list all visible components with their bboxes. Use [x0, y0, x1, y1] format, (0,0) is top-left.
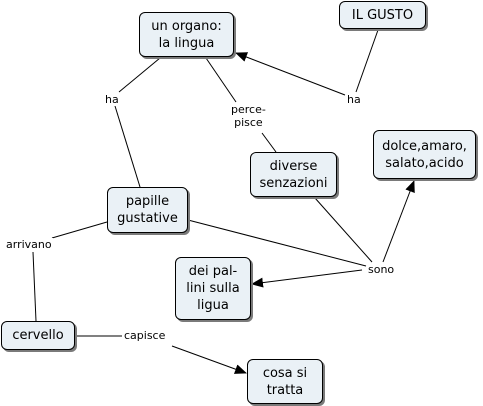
link-arrivano: arrivano [5, 238, 53, 251]
line-senzazioni-to-sono [314, 197, 373, 263]
concept-cosa-si-tratta: cosa si tratta [247, 359, 323, 404]
link-percepisce: perce- pisce [230, 103, 267, 129]
concept-papille-gustative: papille gustative [107, 187, 188, 233]
line-organo-to-ha [118, 57, 161, 93]
line-percepisce-to-senzazioni [261, 132, 277, 153]
concept-dei-pallini-sulla-ligua: dei pal- lini sulla ligua [175, 257, 251, 320]
line-papille-to-sono [187, 219, 367, 267]
arrow-ha-to-organo [235, 52, 346, 96]
arrow-capisce-to-cosa [171, 345, 247, 374]
concept-diverse-senzazioni: diverse senzazioni [250, 152, 337, 197]
concept-il-gusto: IL GUSTO [339, 1, 426, 29]
concept-un-organo-la-lingua: un organo: la lingua [139, 12, 234, 57]
link-sono: sono [367, 263, 396, 276]
concept-cervello: cervello [1, 321, 75, 350]
concept-dolce-amaro-salato-acido: dolce,amaro, salato,acido [373, 130, 476, 179]
link-ha-gusto: ha [346, 93, 362, 106]
link-capisce: capisce [123, 329, 167, 342]
line-organo-to-percepisce [205, 57, 237, 103]
arrow-sono-to-pallini [251, 269, 363, 288]
line-ha-to-papille [114, 105, 141, 188]
arrow-sono-to-sapori [382, 180, 415, 263]
line-arrivano-to-cervello [32, 251, 37, 322]
line-papille-to-arrivano [51, 221, 108, 239]
line-gusto-to-ha [355, 29, 379, 93]
link-ha-organo: ha [104, 93, 120, 106]
